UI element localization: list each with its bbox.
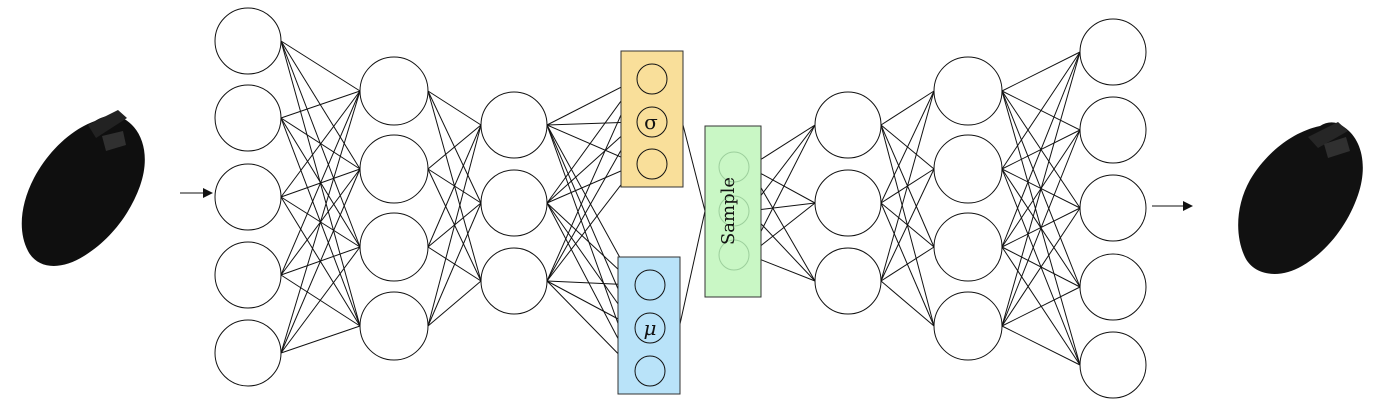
- input-layer-node-1: [214, 7, 282, 75]
- connection-decoder-hidden: [880, 280, 935, 327]
- connection-input-to-encoder: [280, 40, 361, 92]
- network-nodes: [214, 7, 1147, 399]
- mu-symbol: μ: [644, 316, 657, 340]
- connection-encoder-hidden: [427, 90, 482, 126]
- output-layer-node-5: [1079, 331, 1147, 399]
- input-layer-node-5: [214, 319, 282, 387]
- encoder-hidden-2-node-2: [480, 169, 548, 237]
- connection-decoder-to-output: [1001, 286, 1081, 327]
- output-layer-node-4: [1079, 253, 1147, 321]
- decoder-hidden-2-node-2: [933, 134, 1003, 204]
- decoder-hidden-1-node-3: [814, 247, 882, 315]
- sigma-latent-node-1: [636, 63, 668, 95]
- input-digit-image: [21, 110, 145, 266]
- sigma-latent-node-2: [636, 106, 668, 138]
- sample-layer-node-1: [718, 151, 750, 183]
- mu-latent-node-2: [634, 312, 666, 344]
- encoder-hidden-1-node-1: [359, 56, 429, 126]
- connection-sigma-to-sample: [682, 124, 706, 212]
- connection-mu-to-sample: [679, 210, 706, 325]
- connection-decoder-to-output: [1001, 51, 1081, 92]
- connection-input-to-encoder: [280, 325, 361, 354]
- encoder-hidden-1-node-4: [359, 291, 429, 361]
- connection-decoder-to-output: [1001, 325, 1081, 366]
- connection-decoder-to-output: [1001, 51, 1081, 248]
- connection-encoder-hidden: [427, 124, 482, 248]
- connection-decoder-hidden: [880, 90, 935, 126]
- output-layer-node-1: [1079, 18, 1147, 86]
- decoder-hidden-2-node-3: [933, 212, 1003, 282]
- connection-decoder-hidden: [880, 90, 935, 282]
- connection-input-to-encoder: [280, 90, 361, 198]
- connection-input-to-encoder: [280, 90, 361, 119]
- connection-decoder-hidden: [880, 246, 935, 282]
- connection-encoder-hidden: [427, 124, 482, 327]
- connection-input-to-encoder: [280, 90, 361, 354]
- connection-encoder-hidden: [427, 280, 482, 327]
- output-layer-node-3: [1079, 174, 1147, 242]
- input-layer-node-2: [214, 84, 282, 152]
- mu-latent-node-3: [634, 355, 666, 387]
- connection-decoder-to-output: [1001, 51, 1081, 327]
- connection-input-to-encoder: [280, 90, 361, 276]
- connection-encoder-hidden: [427, 202, 482, 327]
- sample-box: [704, 125, 762, 298]
- decoder-hidden-1-node-2: [814, 169, 882, 237]
- output-layer-node-2: [1079, 96, 1147, 164]
- input-layer-node-3: [214, 163, 282, 231]
- input-layer-node-4: [214, 241, 282, 309]
- connection-encoder-hidden: [427, 124, 482, 170]
- connection-decoder-to-output: [1001, 129, 1081, 327]
- mu-box: [617, 256, 681, 395]
- connection-input-to-encoder: [280, 246, 361, 354]
- encoder-hidden-2-node-1: [480, 91, 548, 159]
- sample-label: Sample: [718, 177, 739, 245]
- decoder-hidden-2-node-1: [933, 56, 1003, 126]
- encoder-hidden-2-node-3: [480, 247, 548, 315]
- mu-latent-node-1: [634, 269, 666, 301]
- connection-input-to-encoder: [280, 168, 361, 354]
- connection-decoder-to-output: [1001, 51, 1081, 170]
- connection-decoder-to-output: [1001, 207, 1081, 327]
- decoder-hidden-1-node-1: [814, 91, 882, 159]
- sigma-latent-node-3: [636, 148, 668, 180]
- sigma-box: [620, 50, 684, 188]
- sample-layer-node-3: [718, 239, 750, 271]
- output-digit-image: [1238, 122, 1363, 274]
- connection-decoder-hidden: [880, 168, 935, 282]
- sample-layer-node-2: [718, 195, 750, 227]
- encoder-hidden-1-node-3: [359, 212, 429, 282]
- decoder-hidden-2-node-4: [933, 291, 1003, 361]
- sigma-symbol: σ: [644, 110, 658, 134]
- encoder-hidden-1-node-2: [359, 134, 429, 204]
- connection-decoder-hidden: [880, 90, 935, 204]
